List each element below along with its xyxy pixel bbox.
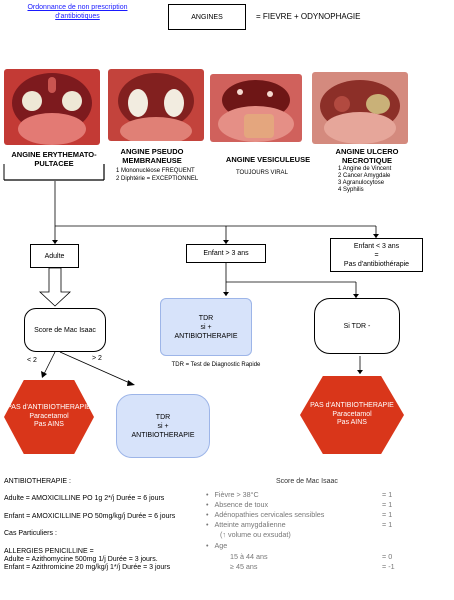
enfant-lt3-box: Enfant < 3 ans = Pas d'antibiothérapie [330, 238, 423, 272]
pas-atb-line3: Pas AINS [34, 421, 64, 429]
score-table-title: Score de Mac Isaac [276, 478, 338, 485]
pas-atb-line2: Paracetamol [29, 412, 69, 420]
treatment-enfant: Enfant = AMOXICILLINE PO 50mg/kg/j Durée… [4, 513, 176, 520]
score-row-adenopathies: • Adénopathies cervicales sensibles [206, 510, 325, 519]
note-ulcero-1: 1 Angine de Vincent [338, 166, 392, 172]
lt2-label: < 2 [27, 357, 37, 364]
allergie-enfant: Enfant = Azithromicine 20 mg/kg/j 1*/j D… [4, 564, 171, 571]
enfant-lt3-line3: Pas d'antibiothérapie [343, 260, 410, 268]
throat-photo-pseudomembraneuse [108, 69, 204, 141]
enfant-lt3-line1: Enfant < 3 ans [353, 242, 400, 250]
score-value: = 1 [382, 490, 393, 499]
pas-atb2-line3: Pas AINS [337, 419, 367, 427]
score-row-amygdale: • Atteinte amygdalienne [206, 520, 286, 529]
header-link[interactable]: Ordonnance de non prescription d'antibio… [27, 4, 128, 20]
note-ulcero-2: 2 Cancer Amygdale [338, 173, 391, 179]
note-ulcero-4: 4 Syphilis [338, 187, 364, 193]
pas-atb-line1: PAS d'ANTIBIOTHERAPIE [7, 404, 91, 412]
enfant-gt3-box: Enfant > 3 ans [186, 244, 266, 263]
score-label: Age [214, 541, 228, 550]
si-tdr-negatif-oval: Si TDR - [314, 298, 400, 354]
score-row-age-45: ≥ 45 ans [230, 562, 258, 571]
score-label: Atteinte amygdalienne [214, 520, 286, 529]
score-row-amygdale-detail: (↑ volume ou exsudat) [220, 530, 291, 539]
treatment-heading: ANTIBIOTHERAPIE : [4, 478, 71, 485]
allergies-penicilline: ALLERGIES PENICILLINE = [4, 548, 94, 555]
angines-box: ANGINES [168, 4, 246, 30]
score-value: = 1 [382, 500, 393, 509]
throat-photo-ulcero [312, 72, 408, 144]
gt2-label: > 2 [92, 355, 102, 362]
type-title-vesiculeuse: ANGINE VESICULEUSE [225, 155, 311, 164]
throat-photo-vesiculeuse [210, 74, 302, 142]
type-title-erythemato: ANGINE ERYTHEMATO-PULTACEE [11, 150, 97, 168]
score-value: = -1 [382, 562, 395, 571]
note-vesiculeuse-1: TOUJOURS VIRAL [236, 170, 288, 176]
score-row-age: • Age [206, 541, 228, 550]
pas-antibiotherapie-hex-adulte: PAS d'ANTIBIOTHERAPIE Paracetamol Pas AI… [4, 380, 94, 454]
pas-atb2-line2: Paracetamol [332, 410, 372, 418]
throat-photo-erythemato [4, 69, 100, 145]
enfant-lt3-line2: = [374, 251, 379, 259]
score-row-fievre: • Fièvre > 38°C [206, 490, 259, 499]
type-title-ulcero: ANGINE ULCERO NECROTIQUE [335, 147, 399, 165]
pas-atb2-line1: PAS d'ANTIBIOTHERAPIE [310, 402, 394, 410]
score-row-toux: • Absence de toux [206, 500, 269, 509]
note-pseudo-1: 1 Mononucléose FREQUENT [116, 168, 195, 174]
score-value: = 0 [382, 552, 393, 561]
tdr-box-enfant: TDR si + ANTIBIOTHERAPIE [160, 298, 252, 356]
score-label: Absence de toux [214, 500, 269, 509]
score-label: Adénopathies cervicales sensibles [214, 510, 325, 519]
adulte-box: Adulte [30, 244, 79, 268]
tdr-box-adulte: TDR si + ANTIBIOTHERAPIE [116, 394, 210, 458]
score-mac-isaac-oval: Score de Mac Isaac [24, 308, 106, 352]
note-pseudo-2: 2 Diphtérie = EXCEPTIONNEL [116, 176, 199, 182]
note-ulcero-3: 3 Agranulocytose [338, 180, 385, 186]
score-value: = 1 [382, 520, 393, 529]
angines-equation: = FIEVRE + ODYNOPHAGIE [256, 12, 361, 21]
score-label: Fièvre > 38°C [214, 490, 259, 499]
treatment-adulte: Adulte = AMOXICILLINE PO 1g 2*/j Durée =… [4, 495, 165, 502]
allergie-adulte: Adulte = Azithomycine 500mg 1/j Durée = … [4, 556, 158, 563]
pas-antibiotherapie-hex-enfant: PAS d'ANTIBIOTHERAPIE Paracetamol Pas AI… [300, 376, 404, 454]
type-title-pseudomembraneuse: ANGINE PSEUDO MEMBRANEUSE [120, 147, 184, 165]
tdr-definition: TDR = Test de Diagnostic Rapide [171, 362, 261, 368]
score-row-age-15-44: 15 à 44 ans [230, 552, 268, 561]
score-value: = 1 [382, 510, 393, 519]
cas-particuliers: Cas Particuliers : [4, 530, 57, 537]
